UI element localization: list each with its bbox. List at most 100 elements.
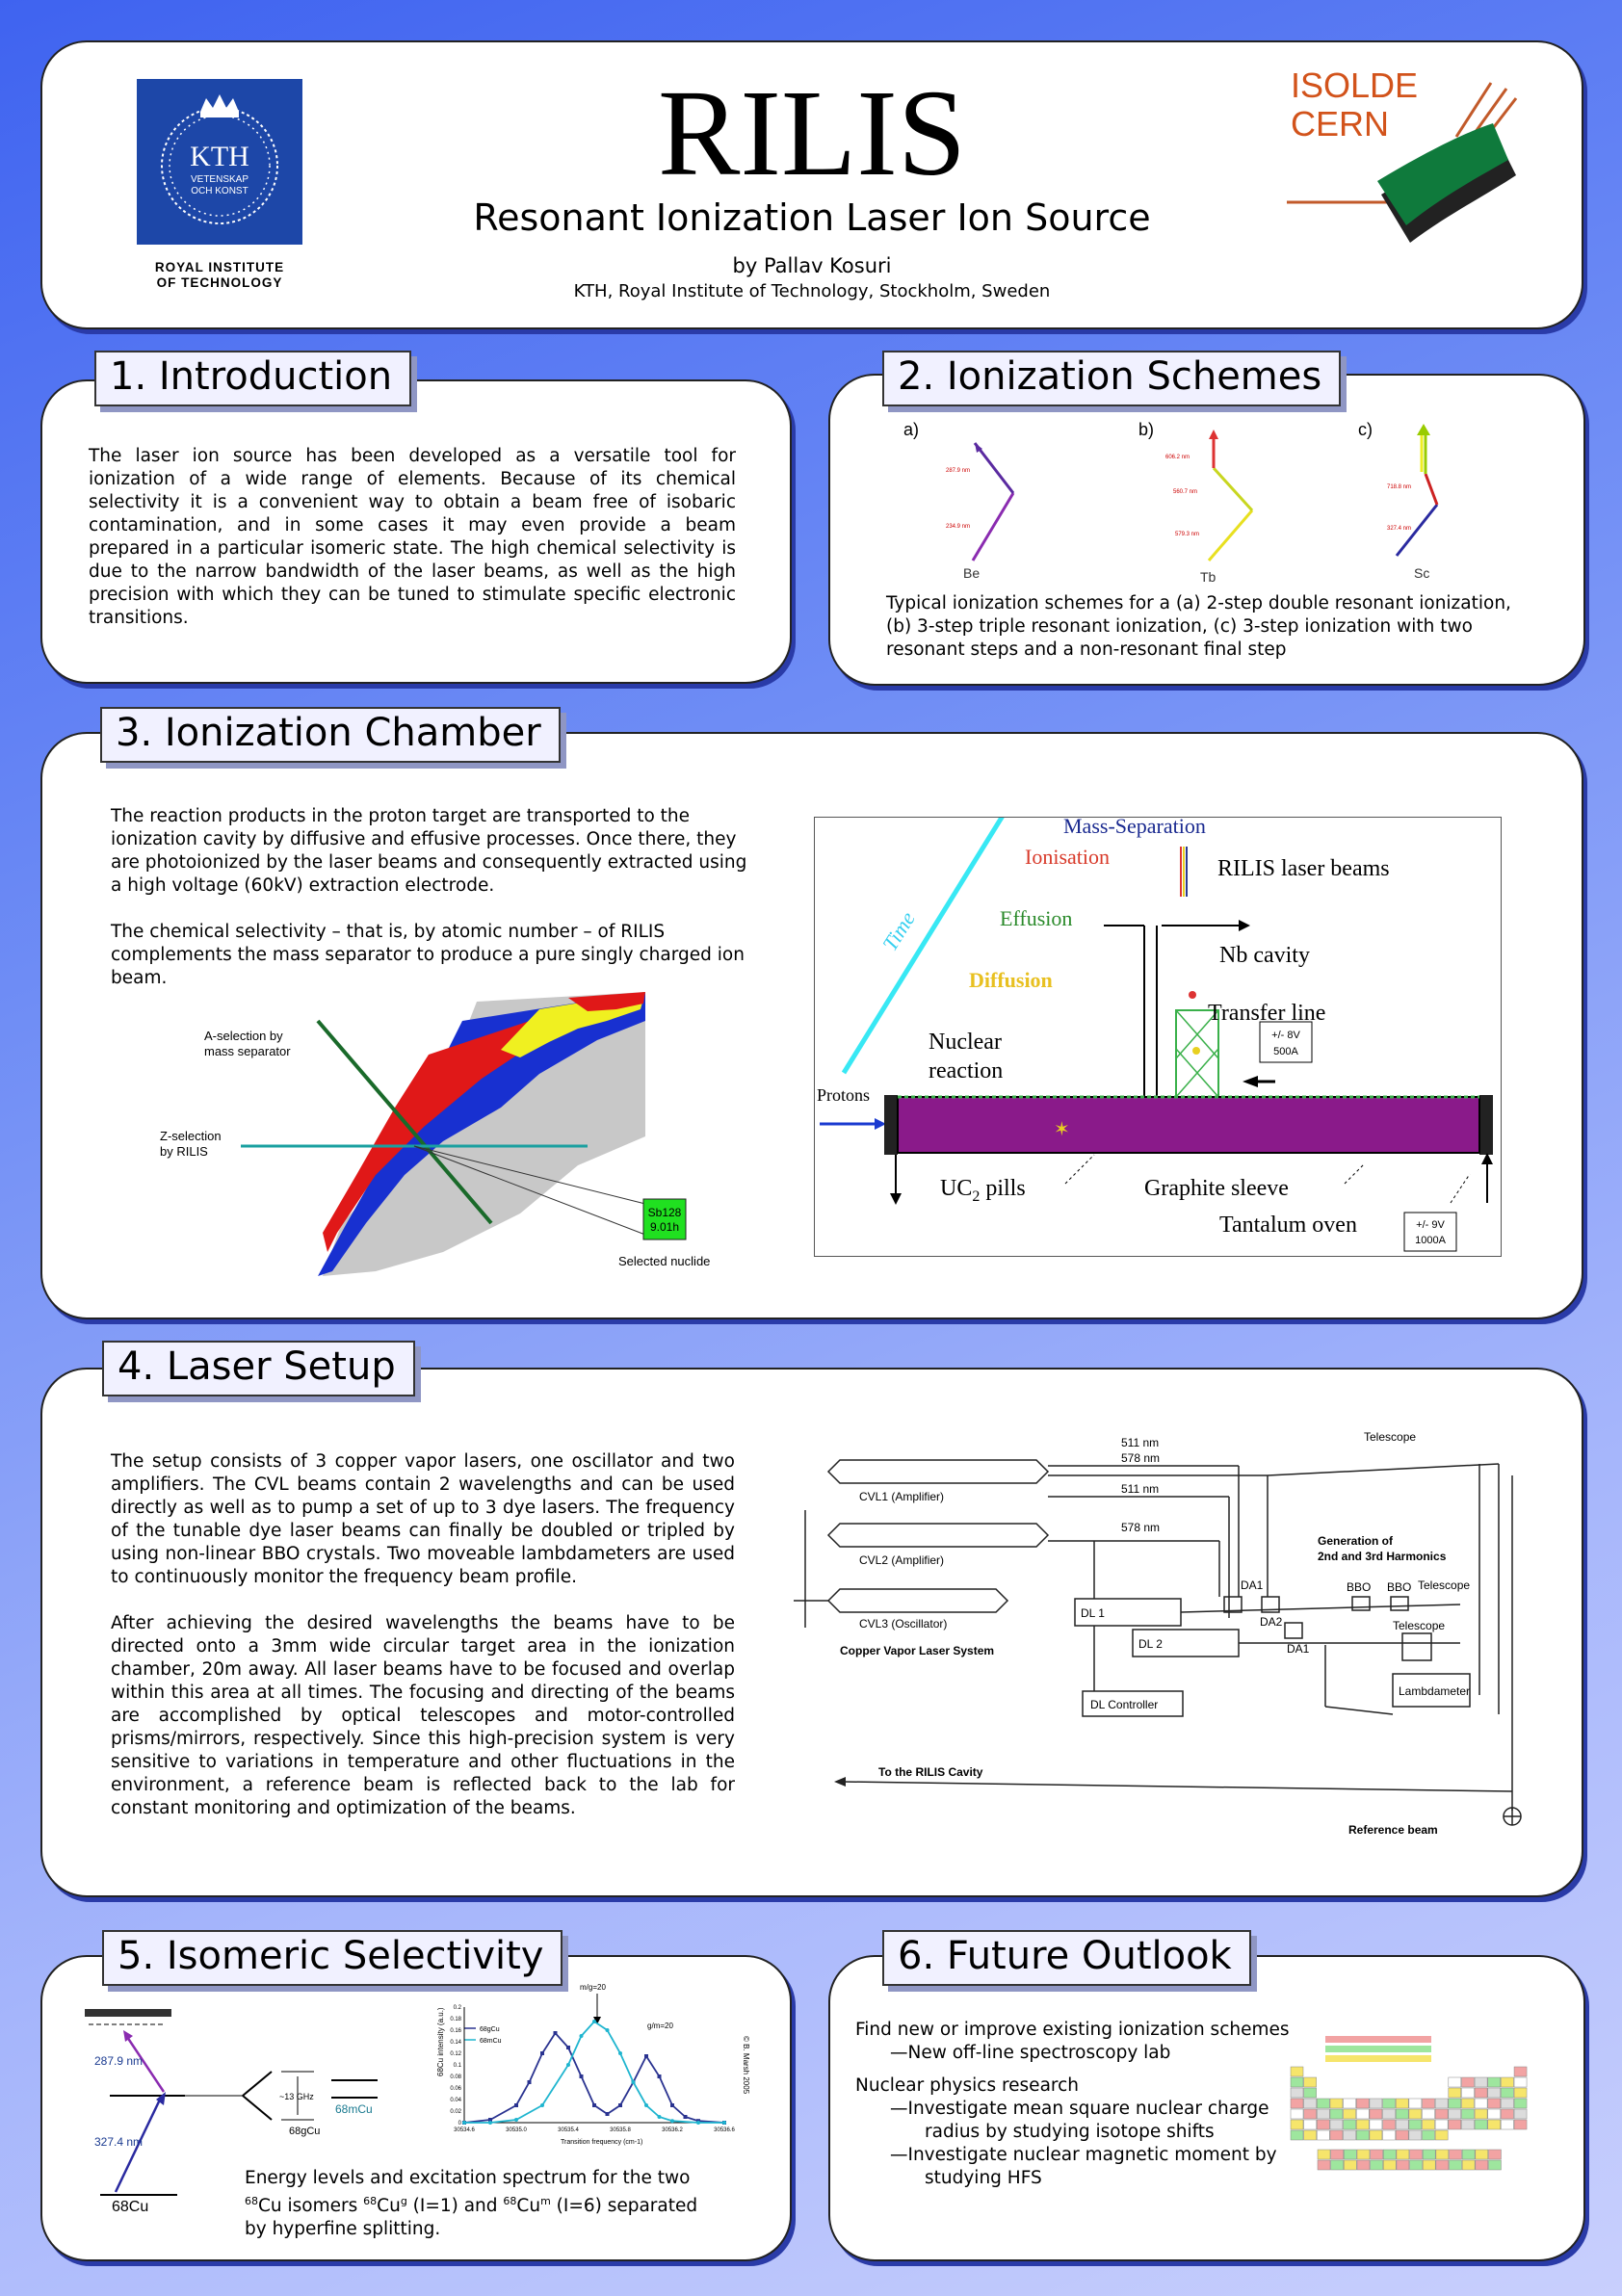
dl1-label: DL 1 (1081, 1606, 1105, 1620)
spectrum-ylabel: 68Cu intensity (a.u.) (436, 2007, 445, 2076)
future-item-3: Nuclear physics research (855, 2075, 1079, 2096)
target-tube (897, 1096, 1480, 1154)
spectrum-ytick: 0.06 (450, 2086, 461, 2092)
ptable-cell (1474, 2098, 1488, 2109)
cu68g-level-label: 68gCu (289, 2126, 320, 2137)
ptable-cell (1370, 2159, 1383, 2171)
ptable-cell (1448, 2087, 1462, 2099)
ptable-cell (1382, 2108, 1396, 2120)
ptable-cell (1356, 2108, 1370, 2120)
wavelength-327: 327.4 nm (94, 2135, 143, 2149)
spectrum-point (618, 2051, 622, 2055)
spectrum-point (618, 2103, 622, 2107)
ptable-cell (1434, 2119, 1449, 2130)
spectrum-xtick: 30536.2 (662, 2127, 683, 2133)
ptable-cell (1356, 2149, 1371, 2160)
ptable-cell (1356, 2129, 1370, 2141)
scheme-label-b: b) (1138, 420, 1154, 439)
ptable-cell (1317, 2129, 1330, 2141)
cvl3-tube (826, 1588, 1009, 1613)
svg-text:✶: ✶ (1054, 1119, 1070, 1140)
spectrum-point (592, 2020, 596, 2023)
introduction-text: The laser ion source has been developed … (89, 446, 736, 628)
spectrum-point (553, 2031, 558, 2035)
nuclide-chart: Sb128 9.01h A-selection by mass separato… (135, 982, 751, 1281)
ptable-legend-bar (1325, 2055, 1431, 2062)
kth-logo-line2: VETENSKAP (191, 174, 249, 185)
spectrum-point (605, 2028, 610, 2032)
spectrum-point (670, 2103, 674, 2107)
spectrum-point (488, 2121, 492, 2125)
ptable-cell (1330, 2149, 1344, 2160)
scheme-element-b: Tb (1200, 569, 1216, 585)
spectrum-ytick: 0.16 (450, 2028, 461, 2034)
lambdameter-label: Lambdameter (1399, 1684, 1470, 1698)
laser-578-b: 578 nm (1121, 1521, 1160, 1534)
diffusion-label: Diffusion (969, 968, 1053, 992)
ptable-cell (1448, 2098, 1462, 2109)
ptable-cell (1461, 2098, 1475, 2109)
future-item-5: radius by studying isotope shifts (925, 2122, 1215, 2142)
ptable-cell (1343, 2098, 1356, 2109)
isolde-logo: ISOLDE CERN (1285, 60, 1545, 272)
voltage-1-line-1: +/- 8V (1271, 1030, 1300, 1041)
spectrum-xtick: 30535.0 (506, 2127, 527, 2133)
spectrum-xtick: 30535.4 (558, 2127, 579, 2133)
spectrum-point (462, 2121, 466, 2125)
ionization-chamber-diagram: Time Mass-Separation Ionisation Effusion… (814, 806, 1502, 1257)
scheme-c-arrows: 718.8 nm 327.4 nm (1387, 424, 1439, 557)
nuclide-label-2: 9.01h (650, 1220, 679, 1234)
ptable-cell (1369, 2098, 1383, 2109)
ptable-cell (1501, 2108, 1514, 2120)
legend-g: 68gCu (480, 2026, 500, 2033)
cvl1-label: CVL1 (Amplifier) (859, 1490, 944, 1503)
laser-setup-title: 4. Laser Setup (102, 1341, 415, 1396)
ptable-cell (1290, 2119, 1304, 2130)
ptable-cell (1409, 2159, 1423, 2171)
introduction-title: 1. Introduction (94, 351, 412, 406)
ptable-cell (1382, 2129, 1396, 2141)
kth-caption: ROYAL INSTITUTE OF TECHNOLOGY (119, 260, 320, 291)
spectrum-point (566, 2046, 570, 2049)
isomeric-caption-line-3: by hyperfine splitting. (245, 2219, 441, 2240)
cvl2-label: CVL2 (Amplifier) (859, 1553, 944, 1567)
ptable-cell (1487, 2098, 1501, 2109)
nuclide-chart-graphic: Sb128 9.01h A-selection by mass separato… (160, 992, 710, 1276)
spectrum-point (631, 2080, 636, 2084)
ptable-cell (1303, 2129, 1317, 2141)
ptable-cell (1290, 2066, 1304, 2077)
ptable-cell (1461, 2087, 1475, 2099)
isolde-text-1: ISOLDE (1291, 65, 1419, 105)
spectrum-point (514, 2118, 518, 2122)
nuclear-reaction-label-2: reaction (929, 1058, 1003, 1083)
excitation-spectrum-chart: 68Cu intensity (a.u.) Transition frequen… (416, 1978, 753, 2148)
telescope-label-1: Telescope (1364, 1430, 1416, 1444)
ptable-cell (1434, 2108, 1449, 2120)
spectrum-ytick: 0.08 (450, 2074, 461, 2080)
ptable-cell (1487, 2076, 1501, 2088)
future-item-6: —Investigate nuclear magnetic moment by (890, 2145, 1277, 2165)
ptable-cell (1303, 2098, 1317, 2109)
ptable-cell (1344, 2159, 1357, 2171)
ptable-cell (1369, 2129, 1383, 2141)
spectrum-point (540, 2103, 544, 2107)
ptable-cell (1383, 2149, 1397, 2160)
ptable-cell (1474, 2119, 1488, 2130)
ptable-cell (1501, 2076, 1514, 2088)
kth-logo-letters: KTH (190, 141, 249, 172)
ptable-cell (1475, 2159, 1489, 2171)
ionization-schemes-title: 2. Ionization Schemes (882, 351, 1342, 406)
ptable-cell (1422, 2149, 1436, 2160)
ionization-schemes-caption: Typical ionization schemes for a (a) 2-s… (886, 593, 1511, 660)
ptable-cell (1422, 2108, 1435, 2120)
mass-separation-label: Mass-Separation (1063, 818, 1206, 838)
spectrum-point (683, 2115, 688, 2119)
spectrum-point (527, 2080, 532, 2084)
ptable-cell (1396, 2149, 1410, 2160)
voltage-2-line-1: +/- 9V (1416, 1219, 1445, 1231)
cvl1-tube (826, 1459, 1050, 1484)
cu68-ground-label: 68Cu (112, 2199, 148, 2215)
ptable-cell (1501, 2098, 1514, 2109)
ptable-cell (1422, 2159, 1436, 2171)
a-selection-label-2: mass separator (204, 1044, 291, 1058)
